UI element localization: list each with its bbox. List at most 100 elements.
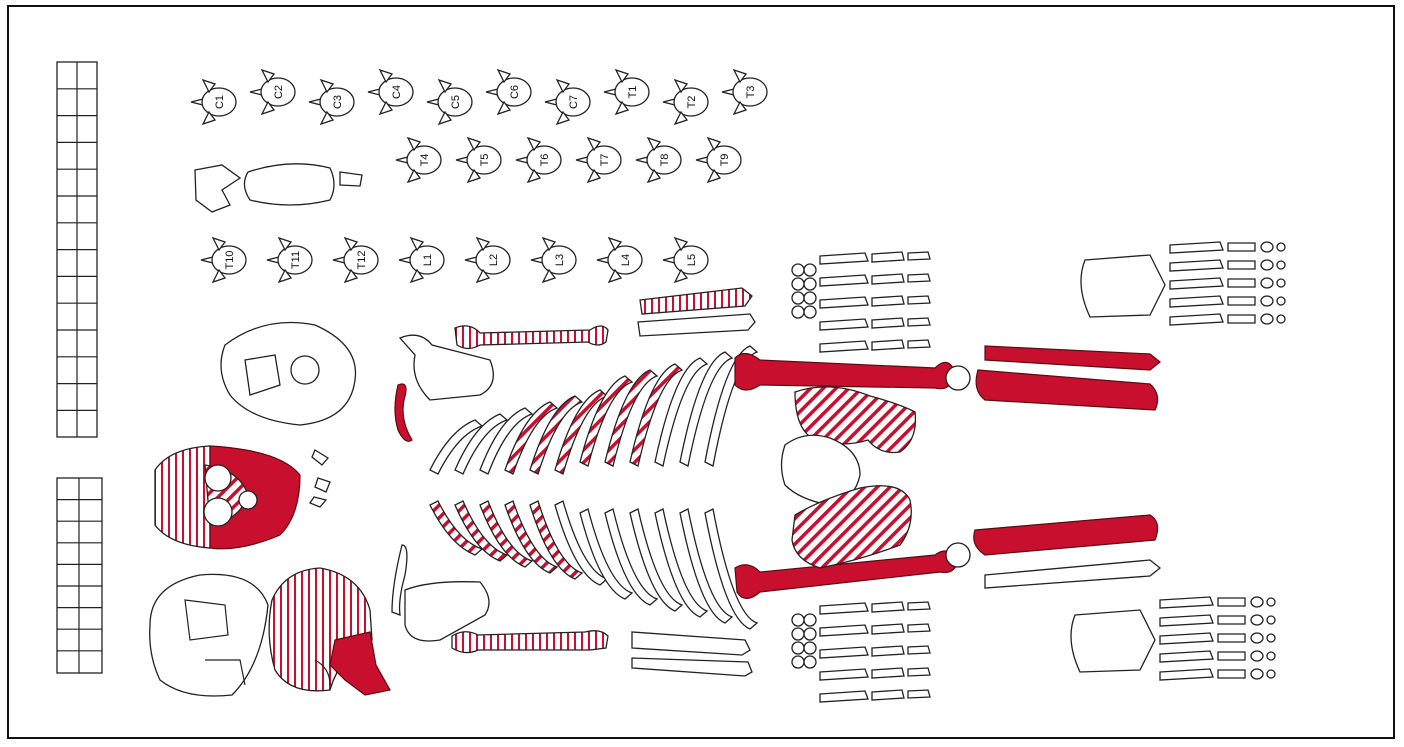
phalanx (1277, 261, 1285, 269)
vertebra-c7: C7 (545, 80, 590, 124)
vertebra-label: T1 (627, 86, 639, 99)
phalanx (872, 274, 904, 284)
vertebra-l4: L4 (597, 238, 642, 282)
phalanx (872, 318, 904, 328)
metatarsal (1170, 278, 1223, 289)
skull-lateral-left (150, 574, 268, 696)
phalanx (908, 602, 930, 610)
vertebra-t1: T1 (604, 70, 649, 114)
phalanx (1251, 615, 1263, 625)
carpal (792, 278, 804, 290)
metatarsal (1170, 314, 1223, 325)
phalanx (908, 624, 930, 632)
sternum (195, 164, 362, 212)
vertebra-c1: C1 (191, 80, 236, 124)
vertebra-l1: L1 (399, 238, 444, 282)
vertebra-c4: C4 (368, 70, 413, 114)
phalanx (1218, 616, 1245, 624)
metatarsal (1160, 615, 1213, 626)
phalanx (1277, 315, 1285, 323)
vertebra-label: T10 (224, 251, 236, 270)
phalanx (1267, 670, 1275, 678)
phalanx (1228, 297, 1255, 305)
vertebra-t5: T5 (456, 138, 501, 182)
vertebra-c6: C6 (486, 70, 531, 114)
foot-right (1071, 597, 1275, 680)
vertebra-label: C7 (568, 95, 580, 109)
phalanx (1218, 634, 1245, 642)
phalanx (1261, 314, 1273, 324)
tarsal (1071, 610, 1155, 672)
carpal (804, 306, 816, 318)
patella-right (946, 543, 970, 567)
femur-left (735, 353, 955, 390)
vertebra-t7: T7 (576, 138, 621, 182)
vertebra-label: T8 (659, 154, 671, 167)
scapula-right (405, 582, 489, 641)
ulna-right (632, 658, 752, 676)
tibia-left (976, 370, 1157, 410)
phalanx (1261, 278, 1273, 288)
vertebra-label: C2 (273, 85, 285, 99)
vertebra-label: C1 (214, 95, 226, 109)
phalanx (1267, 616, 1275, 624)
metatarsal (1160, 669, 1213, 680)
vertebra-c3: C3 (309, 80, 354, 124)
vertebra-t2: T2 (663, 80, 708, 124)
vertebra-label: C6 (509, 85, 521, 99)
vertebra-t11: T11 (267, 238, 312, 282)
vertebra-label: T7 (599, 154, 611, 167)
vertebra-c2: C2 (250, 70, 295, 114)
vertebra-l2: L2 (465, 238, 510, 282)
vertebra-label: C4 (391, 85, 403, 99)
phalanx (908, 296, 930, 304)
phalanx (1261, 242, 1273, 252)
vertebra-label: T3 (745, 86, 757, 99)
dentition-chart-lower (57, 478, 102, 673)
vertebra-label: C5 (450, 95, 462, 109)
hand-right (792, 602, 930, 702)
phalanx (1267, 652, 1275, 660)
phalanx (872, 340, 904, 350)
metacarpal (820, 319, 868, 330)
metacarpal (820, 625, 868, 636)
phalanx (1251, 633, 1263, 643)
carpal (804, 642, 816, 654)
vertebra-c5: C5 (427, 80, 472, 124)
carpal (792, 306, 804, 318)
skull-inferior-view (221, 323, 356, 426)
vertebra-t12: T12 (333, 238, 378, 282)
dentition-chart-upper (57, 62, 97, 437)
vertebra-t9: T9 (696, 138, 741, 182)
carpal (804, 264, 816, 276)
hand-left (792, 252, 930, 352)
carpal (804, 656, 816, 668)
phalanx (1277, 279, 1285, 287)
phalanx (872, 690, 904, 700)
phalanx (1267, 598, 1275, 606)
skull-frontal-view (155, 446, 300, 549)
phalanx (1228, 261, 1255, 269)
vertebra-label: T2 (686, 96, 698, 109)
phalanx (872, 252, 904, 262)
metacarpal (820, 669, 868, 680)
vertebra-label: T6 (539, 154, 551, 167)
phalanx (908, 690, 930, 698)
vertebra-t3: T3 (722, 70, 767, 114)
phalanx (1251, 597, 1263, 607)
vertebra-label: L5 (686, 254, 698, 266)
carpal (792, 292, 804, 304)
metacarpal (820, 603, 868, 614)
vertebra-t6: T6 (516, 138, 561, 182)
humerus-left (455, 326, 608, 349)
vertebra-label: L1 (422, 254, 434, 266)
vertebra-label: T5 (479, 154, 491, 167)
vertebra-label: T12 (356, 251, 368, 270)
radius-left (640, 288, 752, 314)
foot-left (1081, 242, 1285, 325)
metacarpal (820, 647, 868, 658)
metatarsal (1170, 242, 1223, 253)
phalanx (908, 252, 930, 260)
patella-left (946, 366, 970, 390)
